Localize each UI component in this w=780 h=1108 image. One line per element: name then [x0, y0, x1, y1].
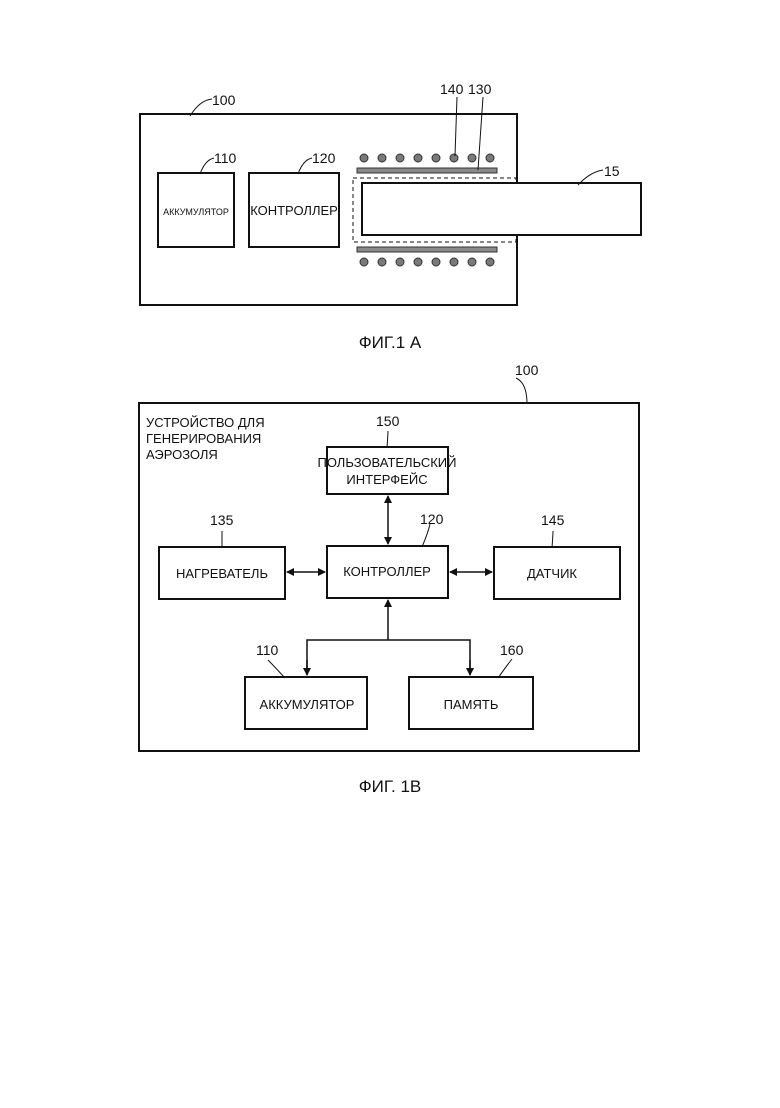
heater-plate-bottom [357, 247, 497, 252]
leader-controller-1b [422, 524, 430, 547]
caption-1a: ФИГ.1 А [359, 333, 422, 352]
accumulator-label-1a: АККУМУЛЯТОР [163, 207, 229, 217]
ref-stick: 15 [604, 163, 620, 179]
device-title-line-3: АЭРОЗОЛЯ [146, 447, 218, 462]
leader-sensor [552, 531, 553, 548]
ref-coil: 140 [440, 81, 464, 97]
ref-controller-1a: 120 [312, 150, 336, 166]
ref-heater-1b: 135 [210, 512, 234, 528]
ref-accumulator-1b: 110 [256, 642, 279, 658]
ref-device-1a: 100 [212, 92, 236, 108]
sensor-label: ДАТЧИК [527, 566, 577, 581]
controller-label-1a: КОНТРОЛЛЕР [250, 203, 338, 218]
memory-label: ПАМЯТЬ [444, 697, 499, 712]
device-title-line-1: УСТРОЙСТВО ДЛЯ [146, 415, 265, 430]
leader-ui [387, 431, 388, 448]
leader-heater [478, 97, 483, 170]
fig1a: 100 АККУМУЛЯТОР 110 КОНТРОЛЛЕР 120 140 1… [140, 81, 641, 352]
heater-label: НАГРЕВАТЕЛЬ [176, 566, 268, 581]
leader-accumulator-1a [200, 158, 214, 174]
heater-plate-top [357, 168, 497, 173]
ref-device-1b: 100 [515, 362, 539, 378]
leader-coil [455, 97, 457, 156]
caption-1b: ФИГ. 1В [359, 777, 422, 796]
device-title-line-2: ГЕНЕРИРОВАНИЯ [146, 431, 261, 446]
ref-sensor: 145 [541, 512, 565, 528]
leader-device-1b [516, 378, 527, 404]
ref-ui: 150 [376, 413, 400, 429]
accumulator-label-1b: АККУМУЛЯТОР [260, 697, 355, 712]
coil-bottom-row [360, 258, 494, 266]
fig1b: 100 УСТРОЙСТВО ДЛЯ ГЕНЕРИРОВАНИЯ АЭРОЗОЛ… [139, 362, 639, 796]
ref-memory: 160 [500, 642, 524, 658]
leader-accumulator-1b [268, 660, 285, 678]
bus-line [307, 640, 470, 675]
leader-memory [498, 659, 512, 678]
aerosol-stick [362, 183, 641, 235]
leader-controller-1a [298, 158, 312, 174]
controller-label-1b: КОНТРОЛЛЕР [343, 564, 431, 579]
user-interface-label-line-2: ИНТЕРФЕЙС [346, 472, 427, 487]
user-interface-label-line-1: ПОЛЬЗОВАТЕЛЬСКИЙ [318, 455, 457, 470]
coil-top-row [360, 154, 494, 162]
ref-heater-1a: 130 [468, 81, 492, 97]
ref-controller-1b: 120 [420, 511, 444, 527]
ref-accumulator-1a: 110 [214, 150, 237, 166]
